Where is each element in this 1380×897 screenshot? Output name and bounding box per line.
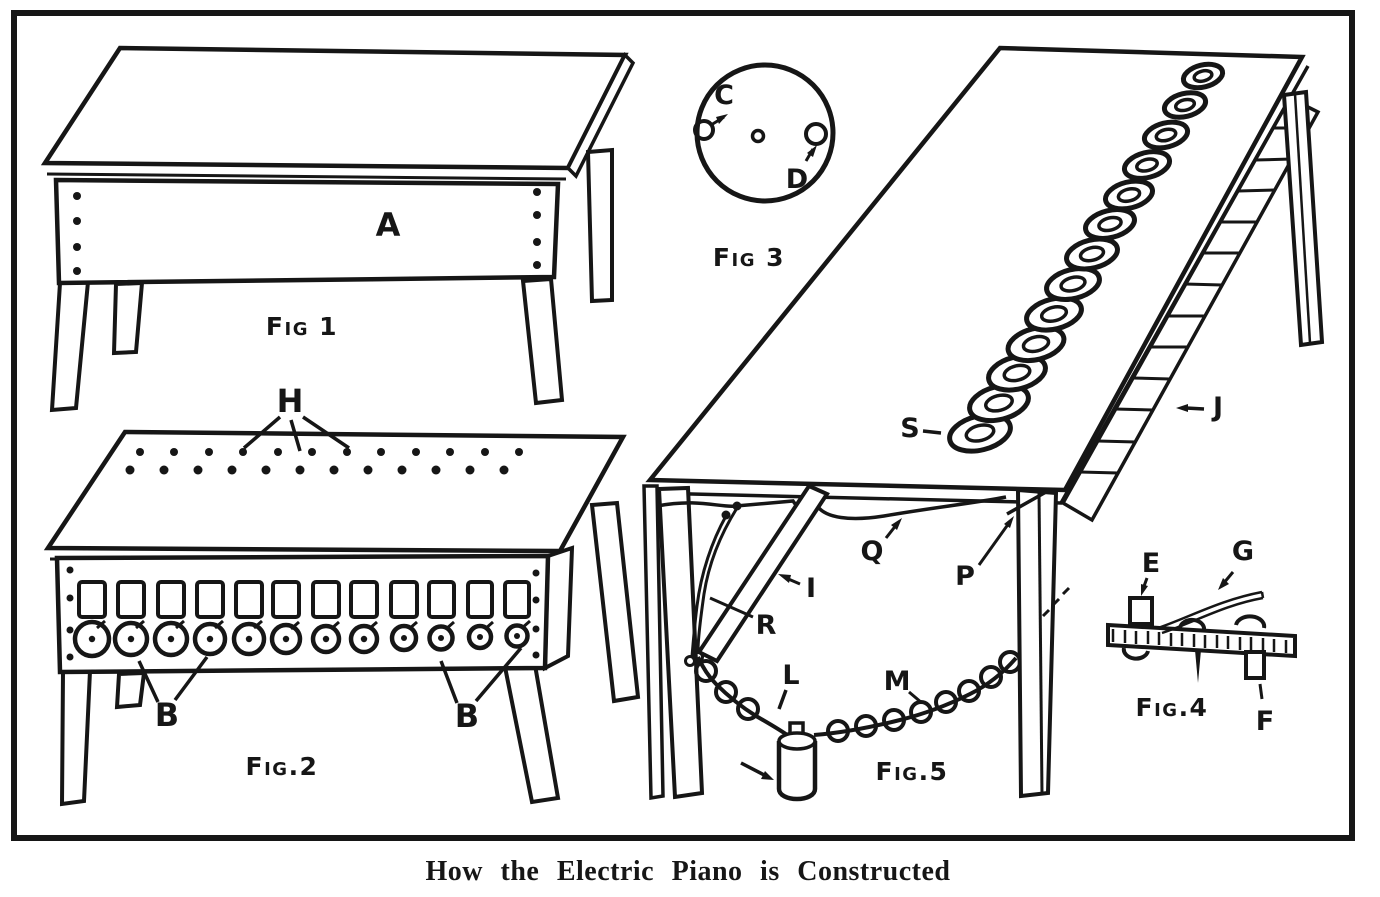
part-label-d: D xyxy=(786,164,808,195)
fig1-leg-back-right xyxy=(585,147,614,304)
fig2-panel-screws xyxy=(66,566,540,661)
part-label-e: E xyxy=(1142,548,1160,579)
fig2-leg-back-left xyxy=(114,670,147,710)
h-leader-lines xyxy=(242,415,350,452)
part-label-r: R xyxy=(756,610,777,641)
fig5-corner-brace xyxy=(1006,490,1047,516)
part-label-q: Q xyxy=(861,536,884,567)
fig2-slots xyxy=(77,580,531,619)
part-label-c: C xyxy=(714,80,734,111)
fig5-leg-back-left xyxy=(642,484,665,801)
fig1-label: Fig 1 xyxy=(266,312,338,341)
g-arrow xyxy=(1218,578,1229,590)
fig1-leg-back-left xyxy=(111,280,145,356)
b-right-leaders xyxy=(439,646,523,704)
part-label-f: F xyxy=(1256,706,1274,737)
fig5-leg-front-left xyxy=(656,485,705,800)
fig4-bar-texture xyxy=(1111,629,1288,653)
fig1-table: A Fig 1 xyxy=(40,45,636,413)
e-arrow xyxy=(1141,584,1148,596)
fig5-leg-front-right xyxy=(1015,487,1059,799)
part-label-p: P xyxy=(955,561,975,592)
fig4-spring-wire-g xyxy=(1157,590,1265,635)
fig3-contact-d xyxy=(804,122,828,146)
fig4-needle xyxy=(1195,650,1201,683)
part-label-s: S xyxy=(900,413,919,444)
j-arrow xyxy=(1176,404,1188,412)
fig3-disc: C D Fig 3 xyxy=(693,62,836,272)
fig5-keyboard-strip xyxy=(1060,95,1321,523)
fig5-coiled-wire xyxy=(694,650,1022,743)
part-label-l: L xyxy=(782,660,799,691)
fig5-wire-r1 xyxy=(696,507,739,652)
fig1-screw-holes xyxy=(73,188,541,275)
fig5-magnet-coils xyxy=(947,61,1226,454)
fig2-leg-back-right xyxy=(589,500,641,704)
part-label-b-left: B xyxy=(155,696,179,734)
fig5-magnet-cylinder xyxy=(776,721,818,802)
p-arrow xyxy=(1004,516,1014,528)
part-label-i: I xyxy=(806,573,816,604)
fig1-apron-panel xyxy=(53,177,561,286)
cylinder-pointer-arrow xyxy=(761,771,774,780)
fig3-contact-c xyxy=(693,119,715,141)
fig3-center-hole xyxy=(750,128,766,144)
part-label-j: J xyxy=(1211,392,1223,423)
part-label-b-right: B xyxy=(455,697,479,735)
part-label-g: G xyxy=(1232,536,1254,567)
fig4-block-f xyxy=(1244,650,1266,680)
plate-caption: How the Electric Piano is Constructed xyxy=(426,856,951,887)
fig1-leg-front-right xyxy=(520,276,565,406)
b-left-leaders xyxy=(137,655,209,703)
part-label-a: A xyxy=(376,206,401,244)
fig5-hidden-edge-dashes xyxy=(1041,586,1071,618)
fig4-label: Fig.4 xyxy=(1136,693,1209,722)
fig5-label: Fig.5 xyxy=(876,757,949,786)
q-arrow xyxy=(891,518,902,530)
fig2-table: H xyxy=(43,382,641,807)
fig5-table: S J Q P I R L M Fig.5 xyxy=(642,45,1325,802)
fig3-label: Fig 3 xyxy=(713,243,785,272)
fig2-magnet-spools xyxy=(72,619,531,659)
fig4-bar xyxy=(1106,622,1297,659)
fig5-wire-r2 xyxy=(690,515,728,657)
fig2-leg-front-left xyxy=(59,668,93,807)
fig2-label: Fig.2 xyxy=(246,752,319,781)
fig4-block-e xyxy=(1128,596,1154,626)
i-arrow xyxy=(778,574,791,583)
fig2-top-holes xyxy=(125,448,523,475)
fig4-key-detail: E G F Fig.4 xyxy=(1106,536,1297,737)
fig5-board-i xyxy=(696,483,830,664)
part-label-h: H xyxy=(277,382,304,420)
part-label-m: M xyxy=(884,666,911,697)
